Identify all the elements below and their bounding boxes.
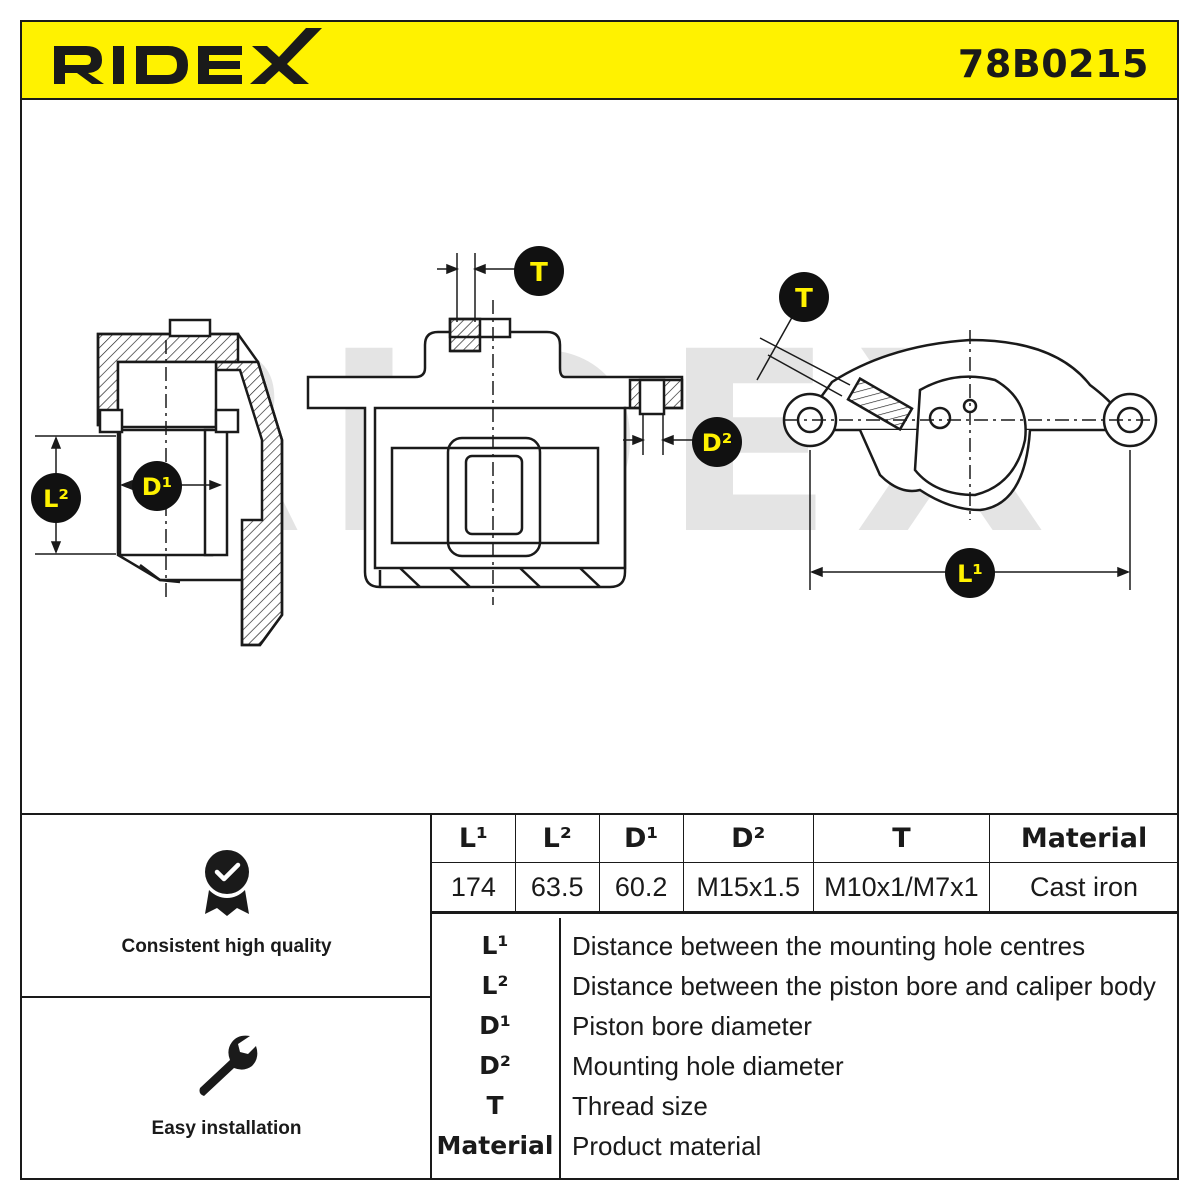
wrench-icon: [199, 1035, 257, 1096]
svg-text:L²: L²: [43, 485, 69, 513]
legend-divider: [559, 918, 561, 1180]
svg-text:D¹: D¹: [142, 473, 172, 501]
legend-description: Piston bore diameter: [572, 1011, 812, 1041]
brand-logo: [54, 28, 322, 84]
legend-description: Distance between the mounting hole centr…: [572, 931, 1086, 961]
front-view: [306, 317, 684, 589]
legend-top-line: [431, 912, 1179, 914]
legend-symbol: T: [486, 1091, 504, 1120]
spec-table-values: 174 63.5 60.2 M15x1.5 M10x1/M7x1 Cast ir…: [431, 862, 1179, 912]
d2-dimension: [623, 414, 693, 455]
legend-row: Material Product material: [431, 1126, 1179, 1166]
feature-installation-label: Easy installation: [151, 1118, 302, 1139]
legend-row: T Thread size: [431, 1086, 1179, 1126]
section-view: [96, 318, 284, 647]
spec-header-material: Material: [989, 814, 1179, 863]
legend-symbol: L²: [481, 971, 509, 1000]
callout-t-side: T: [779, 272, 829, 322]
caliper-drawing: RIDEX: [31, 246, 1158, 647]
spec-value-d2: M15x1.5: [682, 862, 814, 912]
part-number: 78B0215: [957, 42, 1149, 86]
spec-table: L¹ L² D¹ D² T Material 174 63.5 60.2 M15…: [431, 814, 1179, 912]
t-dimension-side: [756, 311, 851, 397]
svg-text:D²: D²: [702, 429, 732, 457]
outer-frame: [20, 20, 1179, 1180]
callout-t-front: T: [514, 246, 564, 296]
spec-header-d2: D²: [682, 814, 814, 863]
svg-text:T: T: [530, 258, 548, 288]
svg-text:L¹: L¹: [957, 560, 983, 588]
legend-description: Mounting hole diameter: [572, 1051, 844, 1081]
spec-header-d1: D¹: [598, 814, 684, 863]
t-dimension-front: [437, 253, 515, 322]
legend-description: Thread size: [572, 1091, 708, 1121]
legend-symbol: D²: [479, 1051, 511, 1080]
spec-value-l1: 174: [431, 862, 516, 912]
legend-description: Distance between the piston bore and cal…: [572, 971, 1156, 1001]
spec-header-l1: L¹: [431, 814, 516, 863]
header-bar: 78B0215: [20, 20, 1179, 100]
feature-installation: Easy installation: [22, 1030, 431, 1140]
svg-text:T: T: [795, 284, 813, 314]
legend-symbol: L¹: [481, 931, 509, 960]
quality-badge-icon: [204, 850, 249, 916]
legend-row: D¹ Piston bore diameter: [431, 1006, 1179, 1046]
spec-value-d1: 60.2: [598, 862, 684, 912]
feature-quality: Consistent high quality: [22, 848, 431, 958]
spec-header-t: T: [812, 814, 991, 863]
spec-value-l2: 63.5: [514, 862, 600, 912]
feature-quality-label: Consistent high quality: [121, 936, 332, 957]
callout-l2: L²: [31, 473, 81, 523]
callout-d2: D²: [692, 417, 742, 467]
spec-value-material: Cast iron: [989, 862, 1179, 912]
legend-description: Product material: [572, 1131, 762, 1161]
legend-symbol: Material: [436, 1131, 554, 1160]
legend-symbol: D¹: [479, 1011, 511, 1040]
features-row-divider: [20, 996, 431, 998]
spec-table-header: L¹ L² D¹ D² T Material: [431, 814, 1179, 863]
legend-row: L² Distance between the piston bore and …: [431, 966, 1179, 1006]
legend-row: D² Mounting hole diameter: [431, 1046, 1179, 1086]
legend-row: L¹ Distance between the mounting hole ce…: [431, 926, 1179, 966]
spec-value-t: M10x1/M7x1: [812, 862, 991, 912]
features-divider: [430, 813, 432, 1180]
callout-l1: L¹: [945, 548, 995, 598]
callout-d1: D¹: [132, 461, 182, 511]
spec-header-l2: L²: [514, 814, 600, 863]
